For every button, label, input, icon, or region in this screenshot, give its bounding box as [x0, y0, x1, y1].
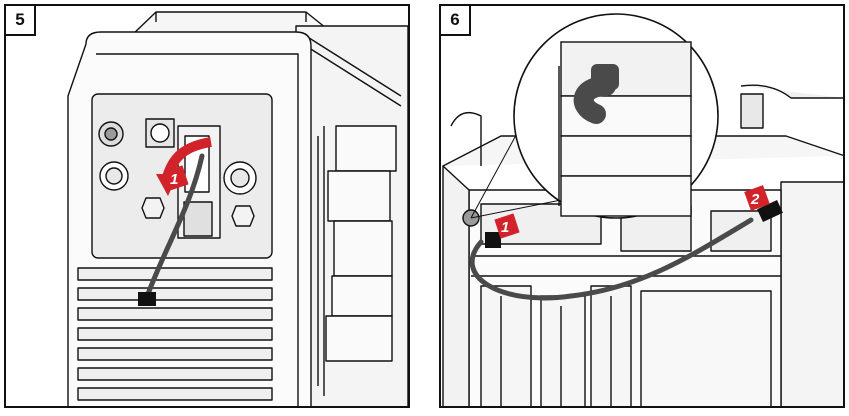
- step-5-panel: 5: [4, 4, 410, 408]
- step-number: 6: [441, 6, 471, 36]
- cable: [145, 153, 205, 297]
- step-6-panel: 6: [439, 4, 845, 408]
- cable-plug-left: [485, 232, 501, 248]
- callout-2: 2: [744, 185, 770, 211]
- zoom-detail: [513, 13, 719, 219]
- callout-2-label: 2: [750, 191, 760, 208]
- callout-1-label: 1: [170, 171, 178, 188]
- step-6-illustration: 1 2: [442, 13, 843, 406]
- step-number: 5: [6, 6, 36, 36]
- cable: [469, 217, 754, 301]
- callout-1-label: 1: [501, 219, 509, 236]
- step-5-illustration: 1: [67, 11, 408, 406]
- callout-1: 1: [163, 165, 189, 191]
- cable-plug: [138, 292, 156, 306]
- callout-1: 1: [494, 213, 520, 239]
- cable-plug-right: [757, 200, 783, 222]
